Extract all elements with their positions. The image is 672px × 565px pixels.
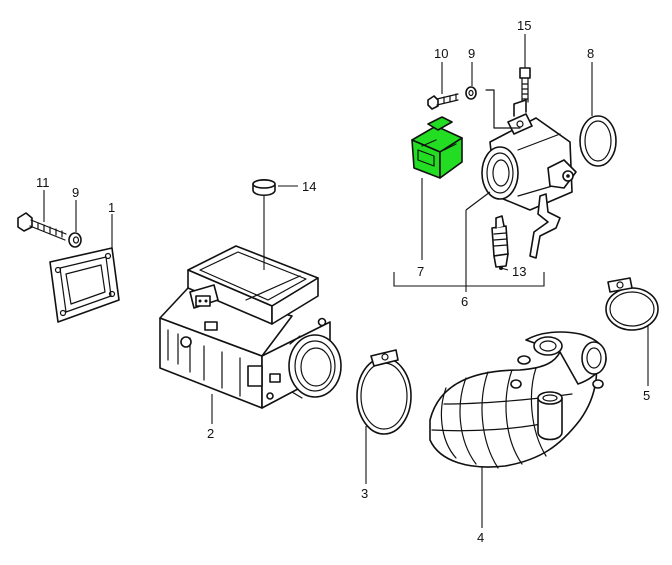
callout-1: 1 bbox=[108, 200, 115, 215]
hose-clamp-part-3[interactable] bbox=[356, 349, 412, 435]
air-flow-meter-part-2[interactable] bbox=[159, 245, 342, 409]
o-ring-part-8[interactable] bbox=[579, 115, 617, 167]
switch-side-face bbox=[439, 137, 463, 179]
callout-3: 3 bbox=[361, 486, 368, 501]
callout-8: 8 bbox=[587, 46, 594, 61]
callout-2: 2 bbox=[207, 426, 214, 441]
screw-part-10[interactable] bbox=[427, 93, 459, 110]
callout-14: 14 bbox=[302, 179, 316, 194]
callout-15: 15 bbox=[517, 18, 531, 33]
callout-9-top: 9 bbox=[468, 46, 475, 61]
callout-6: 6 bbox=[461, 294, 468, 309]
switch-connector-tab bbox=[427, 116, 453, 131]
stud-screw-part-15[interactable] bbox=[519, 67, 531, 103]
sensor-part-13[interactable] bbox=[491, 215, 509, 270]
throttle-switch-part-7[interactable] bbox=[411, 116, 463, 179]
callout-10: 10 bbox=[434, 46, 448, 61]
washer-part-9-top[interactable] bbox=[465, 86, 477, 100]
plug-cap-part-14[interactable] bbox=[252, 178, 276, 197]
hose-clamp-part-5[interactable] bbox=[605, 277, 659, 331]
bolt-part-11[interactable] bbox=[17, 212, 67, 241]
callout-5: 5 bbox=[643, 388, 650, 403]
leader-lines bbox=[43, 34, 649, 528]
gasket-part-1[interactable] bbox=[49, 247, 120, 323]
throttle-body-part-6[interactable] bbox=[481, 89, 577, 259]
intake-hose-part-4[interactable] bbox=[429, 331, 607, 469]
callout-9-left: 9 bbox=[72, 185, 79, 200]
washer-part-9-left[interactable] bbox=[68, 232, 82, 248]
callout-7: 7 bbox=[417, 264, 424, 279]
callout-labels: 11 9 1 14 2 3 4 5 6 7 8 9 10 13 15 bbox=[36, 18, 650, 545]
callout-11: 11 bbox=[36, 175, 50, 190]
callout-4: 4 bbox=[477, 530, 484, 545]
callout-13: 13 bbox=[512, 264, 526, 279]
